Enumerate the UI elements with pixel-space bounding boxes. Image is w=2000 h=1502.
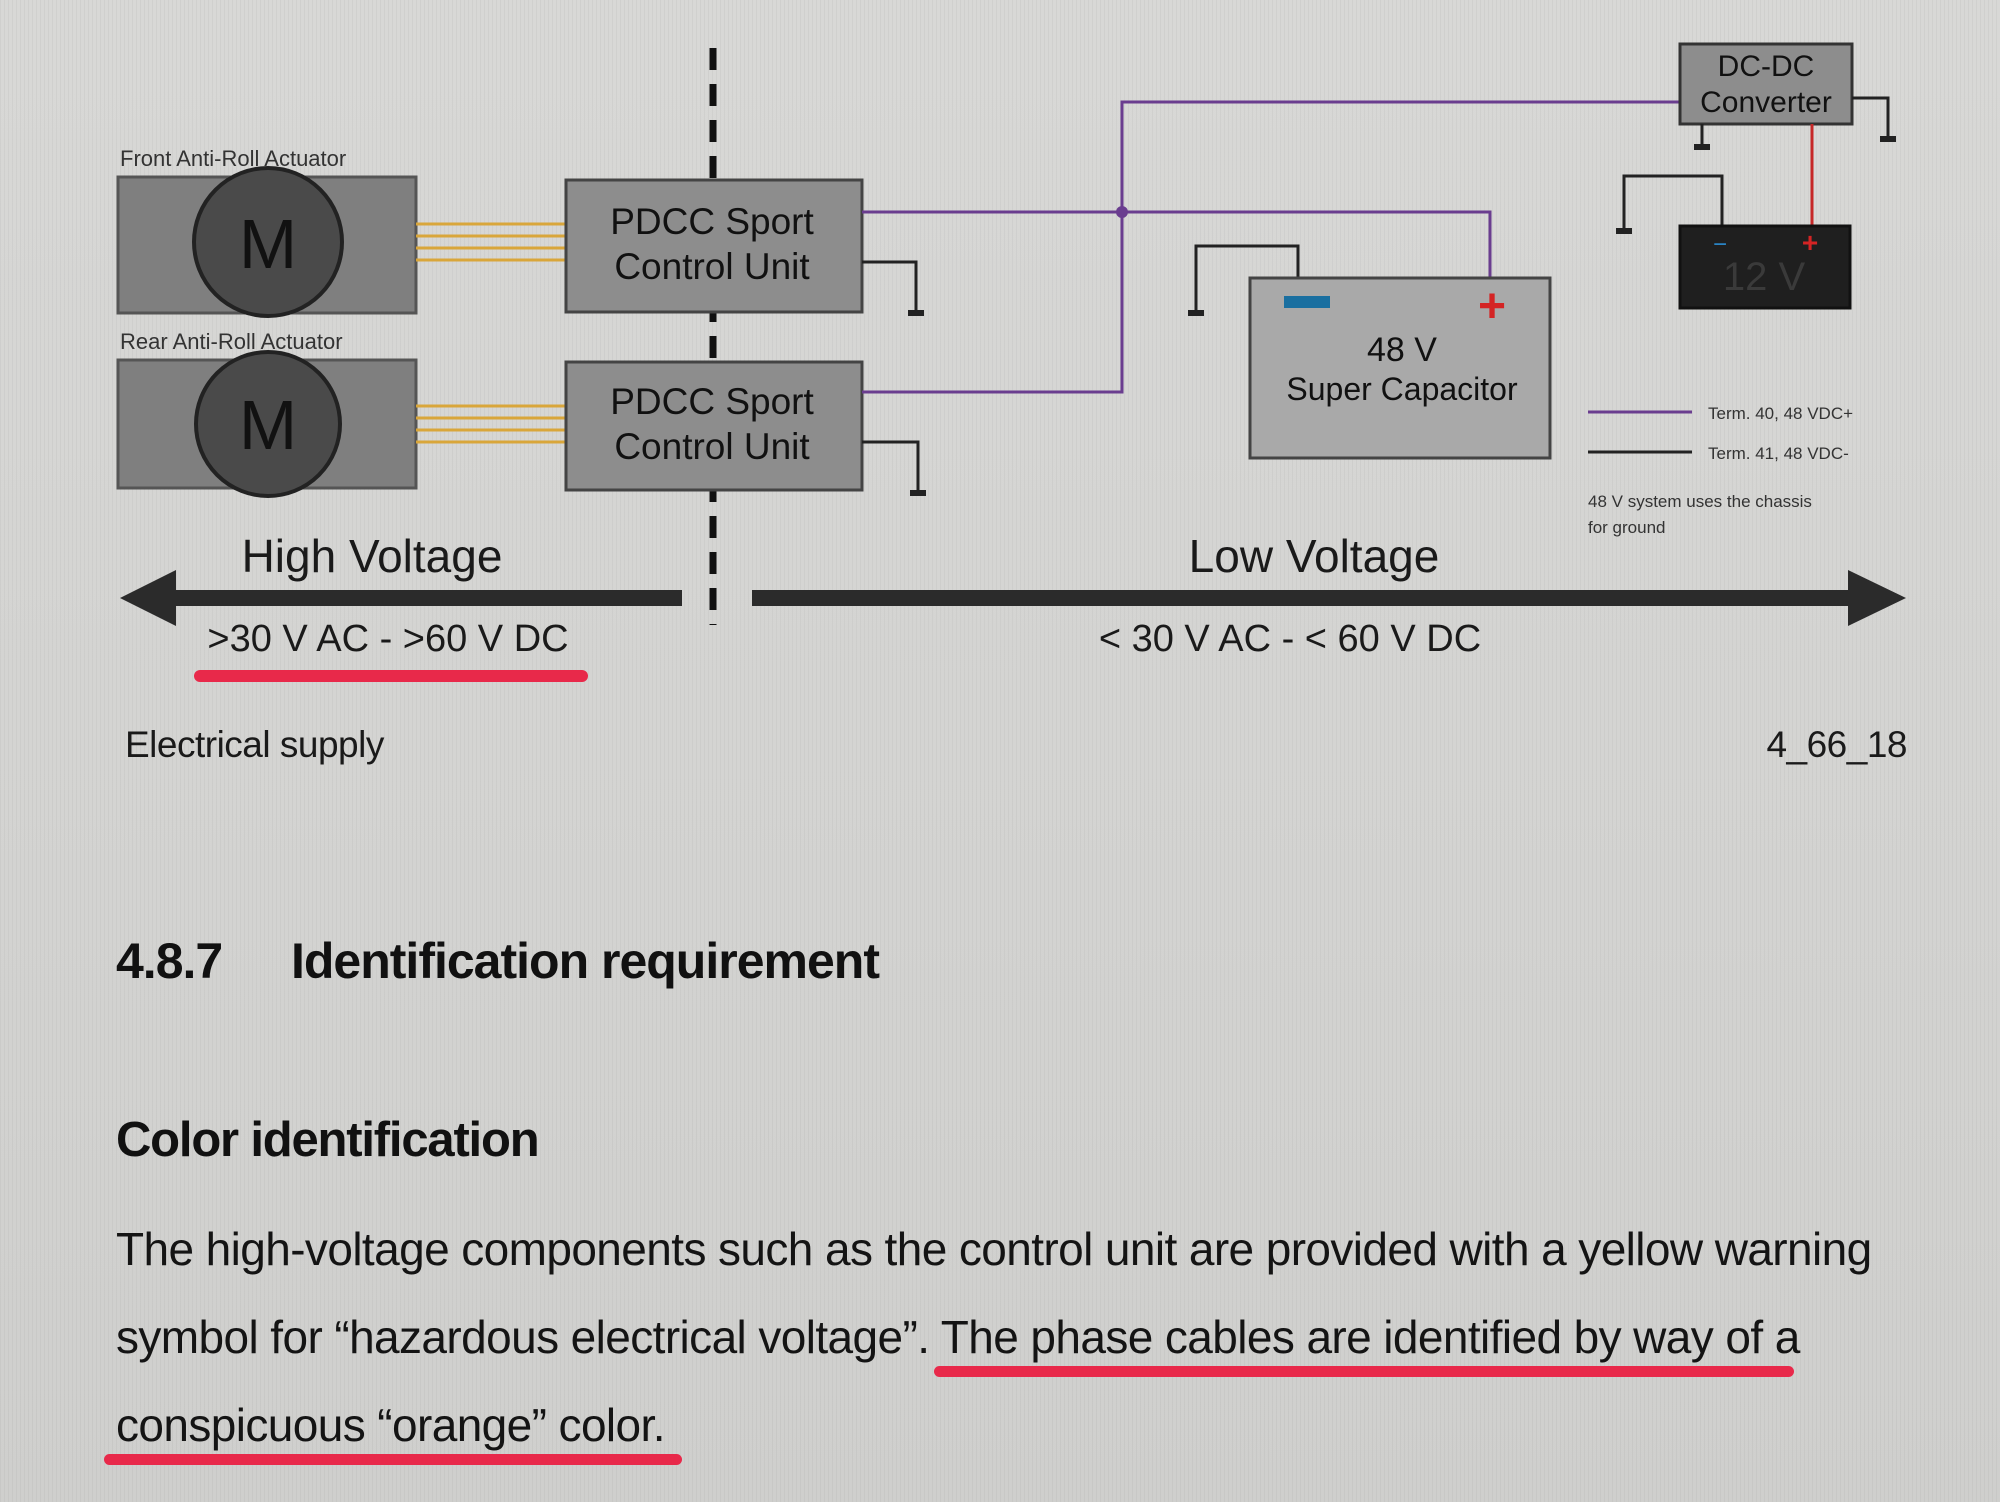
front-control-unit-line2: Control Unit: [614, 246, 810, 287]
capacitor-negative-terminal: [1284, 296, 1330, 308]
battery-plus: +: [1802, 227, 1818, 258]
section-heading: 4.8.7 Identification requirement: [116, 932, 880, 990]
legend-term40-label: Term. 40, 48 VDC+: [1708, 404, 1853, 423]
low-voltage-range: < 30 V AC - < 60 V DC: [1099, 618, 1481, 660]
rear-control-unit-box: [564, 360, 864, 492]
high-voltage-highlight: [194, 670, 588, 682]
body-paragraph: The high-voltage components such as the …: [116, 1205, 1906, 1469]
ground-symbols: [908, 136, 1896, 496]
front-control-unit-box: [564, 178, 864, 314]
high-voltage-label: High Voltage: [242, 530, 503, 582]
battery-label: 12 V: [1723, 255, 1806, 299]
battery-12v-box: [1678, 224, 1852, 310]
converter-ground-wires: [1700, 96, 1890, 144]
paragraph-sentence-2-highlighted: The phase cables are identified by way o…: [116, 1311, 1800, 1451]
legend-note-line2: for ground: [1588, 518, 1666, 537]
capacitor-line2: Super Capacitor: [1286, 371, 1518, 407]
high-voltage-arrow: [120, 570, 682, 626]
rear-phase-cables: [416, 404, 566, 444]
high-voltage-range: >30 V AC - >60 V DC: [207, 618, 568, 660]
rear-control-unit-line2: Control Unit: [614, 426, 810, 467]
front-control-unit-line1: PDCC Sport: [610, 201, 814, 242]
rear-motor-symbol: M: [239, 386, 297, 464]
front-motor-icon: [192, 166, 344, 318]
section-number: 4.8.7: [116, 933, 223, 989]
converter-line1: DC-DC: [1718, 50, 1815, 83]
section-title: Identification requirement: [291, 933, 880, 989]
wire-junction: [1116, 206, 1128, 218]
paragraph-sentence-1: The high-voltage components such as the …: [116, 1223, 1872, 1363]
front-actuator-label: Front Anti-Roll Actuator: [120, 146, 346, 171]
front-motor-symbol: M: [239, 205, 297, 283]
front-phase-cables: [416, 222, 566, 262]
rear-actuator-label: Rear Anti-Roll Actuator: [120, 329, 343, 354]
rear-control-unit-line1: PDCC Sport: [610, 381, 814, 422]
low-voltage-label: Low Voltage: [1189, 530, 1440, 582]
battery-minus: −: [1713, 231, 1727, 258]
low-voltage-arrow: [752, 570, 1906, 626]
capacitor-line1: 48 V: [1367, 331, 1437, 369]
electrical-supply-diagram: Front Anti-Roll Actuator M Rear Anti-Rol…: [116, 42, 1906, 682]
figure-id: 4_66_18: [1766, 724, 1907, 765]
term40-supply-wires: [862, 100, 1680, 394]
sentence-highlight-underline-1: [934, 1366, 1794, 1377]
figure-caption: Electrical supply: [125, 724, 384, 765]
dc-dc-converter-box: [1678, 42, 1854, 126]
legend-note-line1: 48 V system uses the chassis: [1588, 492, 1812, 511]
capacitor-positive-terminal: +: [1478, 280, 1506, 333]
converter-line2: Converter: [1700, 86, 1832, 119]
subsection-heading: Color identification: [116, 1113, 540, 1167]
sentence-highlight-underline-2: [104, 1454, 682, 1465]
rear-motor-icon: [194, 350, 342, 498]
legend-term41-label: Term. 41, 48 VDC-: [1708, 444, 1849, 463]
control-unit-ground-wires: [862, 244, 1300, 492]
battery-ground-wire: [1622, 174, 1724, 228]
